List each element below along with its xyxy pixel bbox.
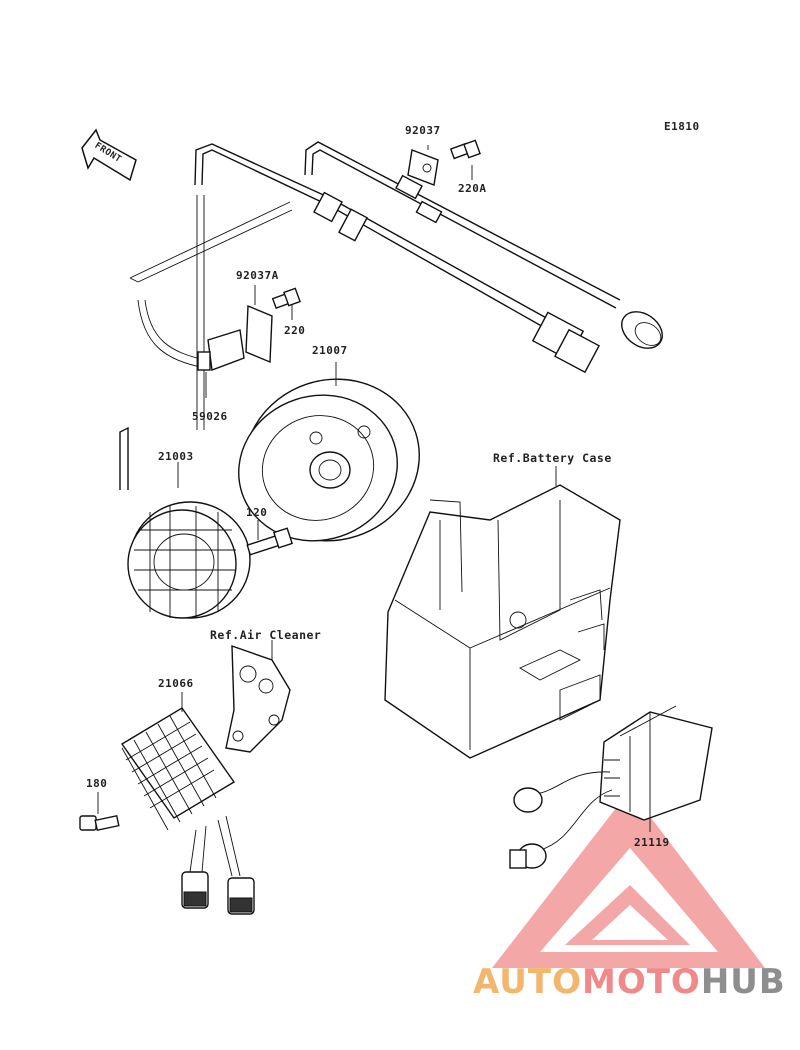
part-number-220: 220	[284, 324, 306, 337]
watermark-logo-text: AUTOMOTOHUB	[473, 962, 786, 1002]
bolt-220A	[449, 139, 481, 160]
wiring-harness	[119, 141, 663, 490]
battery-case-outline	[384, 484, 621, 759]
part-number-92037: 92037	[405, 124, 441, 137]
clamp-92037	[407, 149, 439, 186]
air-cleaner-bracket	[225, 645, 291, 753]
watermark-hub: HUB	[700, 962, 786, 1002]
watermark-auto: AUTO	[473, 962, 582, 1002]
clamp-92037A	[197, 304, 273, 371]
part-number-21003: 21003	[158, 450, 194, 463]
bolt-220	[271, 287, 301, 309]
regulator-21066	[120, 707, 255, 915]
part-number-220A: 220A	[458, 182, 487, 195]
diagram-code-label: E1810	[664, 120, 700, 133]
stator-21003	[127, 501, 251, 619]
part-number-92037A: 92037A	[236, 269, 279, 282]
part-number-180: 180	[86, 777, 108, 790]
ref-battery-case-label: Ref.Battery Case	[493, 451, 612, 465]
watermark-moto: MOTO	[581, 962, 701, 1002]
part-number-21007: 21007	[312, 344, 348, 357]
watermark-logo-graphic	[492, 790, 765, 968]
part-number-21066: 21066	[158, 677, 194, 690]
bolt-180	[79, 814, 120, 832]
ref-air-cleaner-label: Ref.Air Cleaner	[210, 628, 322, 642]
part-number-21119: 21119	[634, 836, 670, 849]
front-arrow-icon	[81, 128, 137, 182]
rotor-21007	[238, 378, 420, 542]
relay-box-21119	[509, 705, 713, 869]
bolt-120	[246, 527, 294, 556]
part-number-59026: 59026	[192, 410, 228, 423]
part-number-120: 120	[246, 506, 268, 519]
